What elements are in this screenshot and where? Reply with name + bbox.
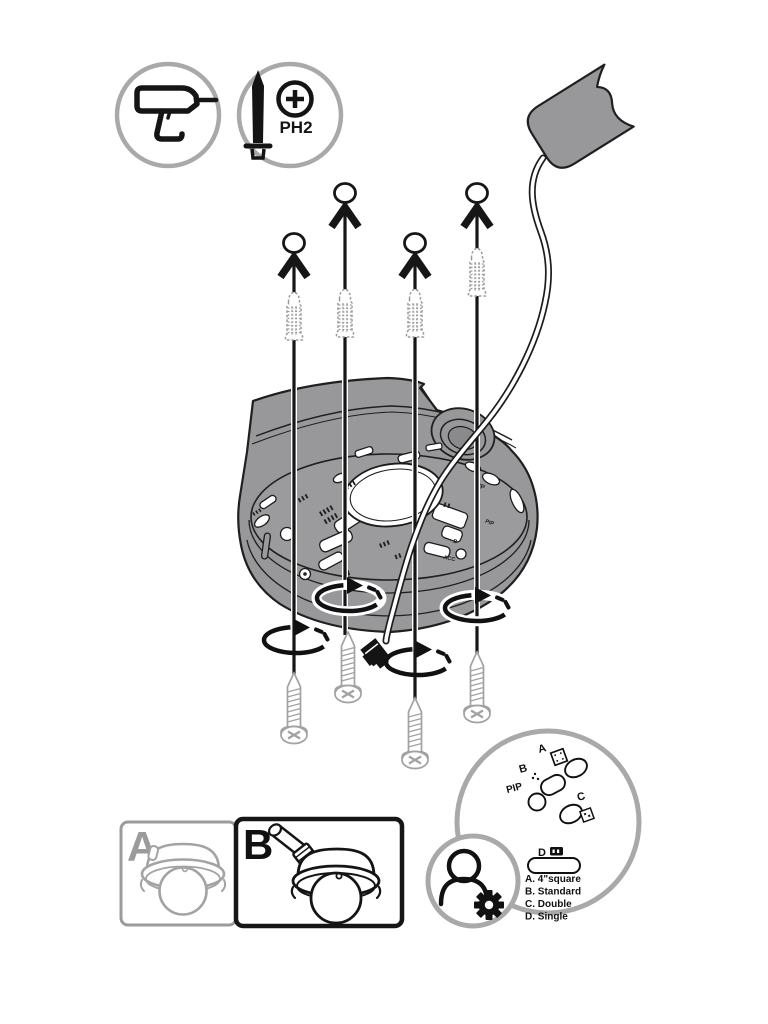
dome-camera-b-icon [267,823,382,925]
installer-person-icon [438,848,490,907]
legend-line: A. 4"square [525,874,581,885]
drill-hole-icon [403,232,427,254]
drill-hole-icon [333,182,357,204]
dome-camera-a-icon [139,842,227,916]
wall-anchor-icon [405,288,425,338]
svg-text:PIP: PIP [484,519,495,528]
required-tool-drill [114,61,222,169]
pattern-d-label: D [538,847,546,859]
pattern-b-label: B [518,762,529,776]
pattern-pip-label: PIP [505,781,524,796]
legend-line: D. Single [525,912,568,923]
pattern-a-oval-icon [564,757,588,779]
gear-icon [474,890,504,920]
camera-option-b: B [233,816,405,929]
pattern-c-oval-icon [559,803,583,825]
network-cable [382,154,552,645]
installer-badge [425,833,521,929]
mounting-screw-icon [279,671,309,745]
pattern-pip-circle-icon [527,792,547,812]
legend-line: B. Standard [525,887,581,898]
pattern-legend: A. 4"square B. Standard C. Double D. Sin… [525,874,581,923]
svg-text:B: B [453,539,458,546]
drill-direction-arrows [277,182,494,280]
conduit-icon [526,63,635,169]
wall-anchor-icon [284,291,304,341]
pattern-c-square-icon [578,806,596,824]
screwdriver-size-label: PH2 [279,118,312,137]
legend-line: C. Double [525,899,572,910]
option-b-label: B [243,821,273,868]
drill-hole-icon [465,182,489,204]
rj45-connector-icon [360,638,389,669]
pattern-b-stadium-icon [540,773,566,797]
mounting-screw-icon [462,650,492,724]
drill-hole-icon [282,232,306,254]
wall-anchors [284,247,487,341]
up-arrow-icon [398,250,432,280]
wall-anchor-icon [335,288,355,338]
pattern-d-badge-icon [550,847,563,856]
up-arrow-icon [328,200,362,230]
pattern-c-label: C [576,790,587,804]
mount-pattern-panel: A B PIP C D A. 4"square [454,728,642,923]
phillips-screwdriver-icon [243,70,314,160]
camera-option-a: A [119,820,238,927]
drill-icon [134,85,219,142]
pattern-a-label: A [537,742,548,756]
svg-text:ACC: ACC [443,555,456,563]
up-arrow-icon [277,250,311,280]
pattern-a-square-icon [549,747,569,767]
required-tool-screwdriver: PH2 [236,61,344,169]
mounting-screw-icon [333,630,363,704]
wall-anchor-icon [467,247,487,297]
pattern-d-pill-icon [527,857,581,874]
up-arrow-icon [460,200,494,230]
mounting-screw-icon [400,696,430,770]
